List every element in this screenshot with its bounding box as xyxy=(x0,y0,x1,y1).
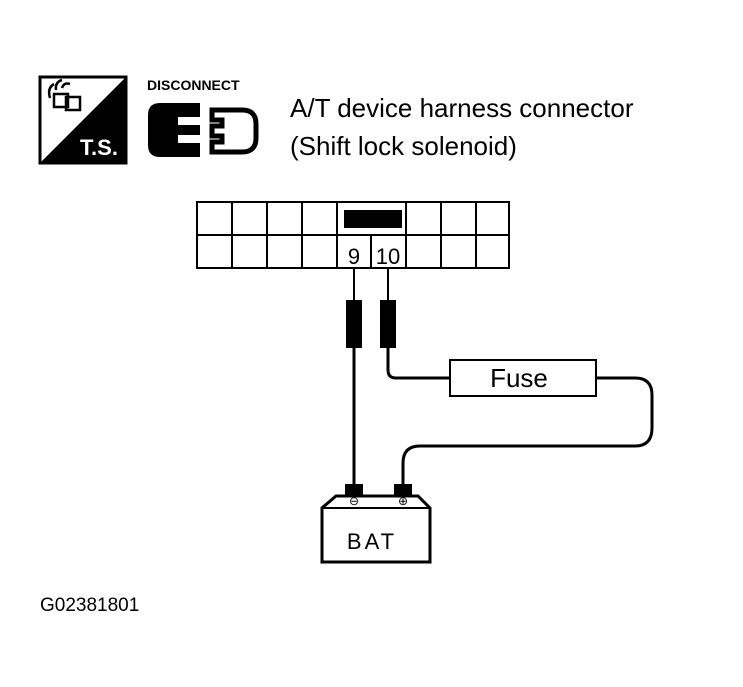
disconnect-label: DISCONNECT xyxy=(147,77,240,93)
troubleshooting-icon: T.S. xyxy=(38,75,128,165)
battery-label: BAT xyxy=(347,529,397,554)
disconnect-connector-icon: DISCONNECT xyxy=(147,77,259,157)
title-line-1: A/T device harness connector xyxy=(290,93,634,123)
battery: ⊖ ⊕ BAT xyxy=(320,484,432,564)
battery-neg-terminal: ⊖ xyxy=(349,494,359,508)
figure-id: G02381801 xyxy=(40,595,139,616)
test-probe-pin-9 xyxy=(346,268,362,484)
test-probe-pin-10 xyxy=(380,268,450,380)
harness-connector xyxy=(196,201,510,269)
battery-pos-terminal: ⊕ xyxy=(398,494,408,508)
title-line-2: (Shift lock solenoid) xyxy=(290,131,517,161)
ts-label: T.S. xyxy=(80,135,118,160)
pin-9-label: 9 xyxy=(348,244,360,269)
fuse-label: Fuse xyxy=(490,363,548,393)
fuse: Fuse xyxy=(449,359,597,397)
wire-fuse-to-battery xyxy=(401,376,654,484)
pin-10-label: 10 xyxy=(376,244,400,269)
